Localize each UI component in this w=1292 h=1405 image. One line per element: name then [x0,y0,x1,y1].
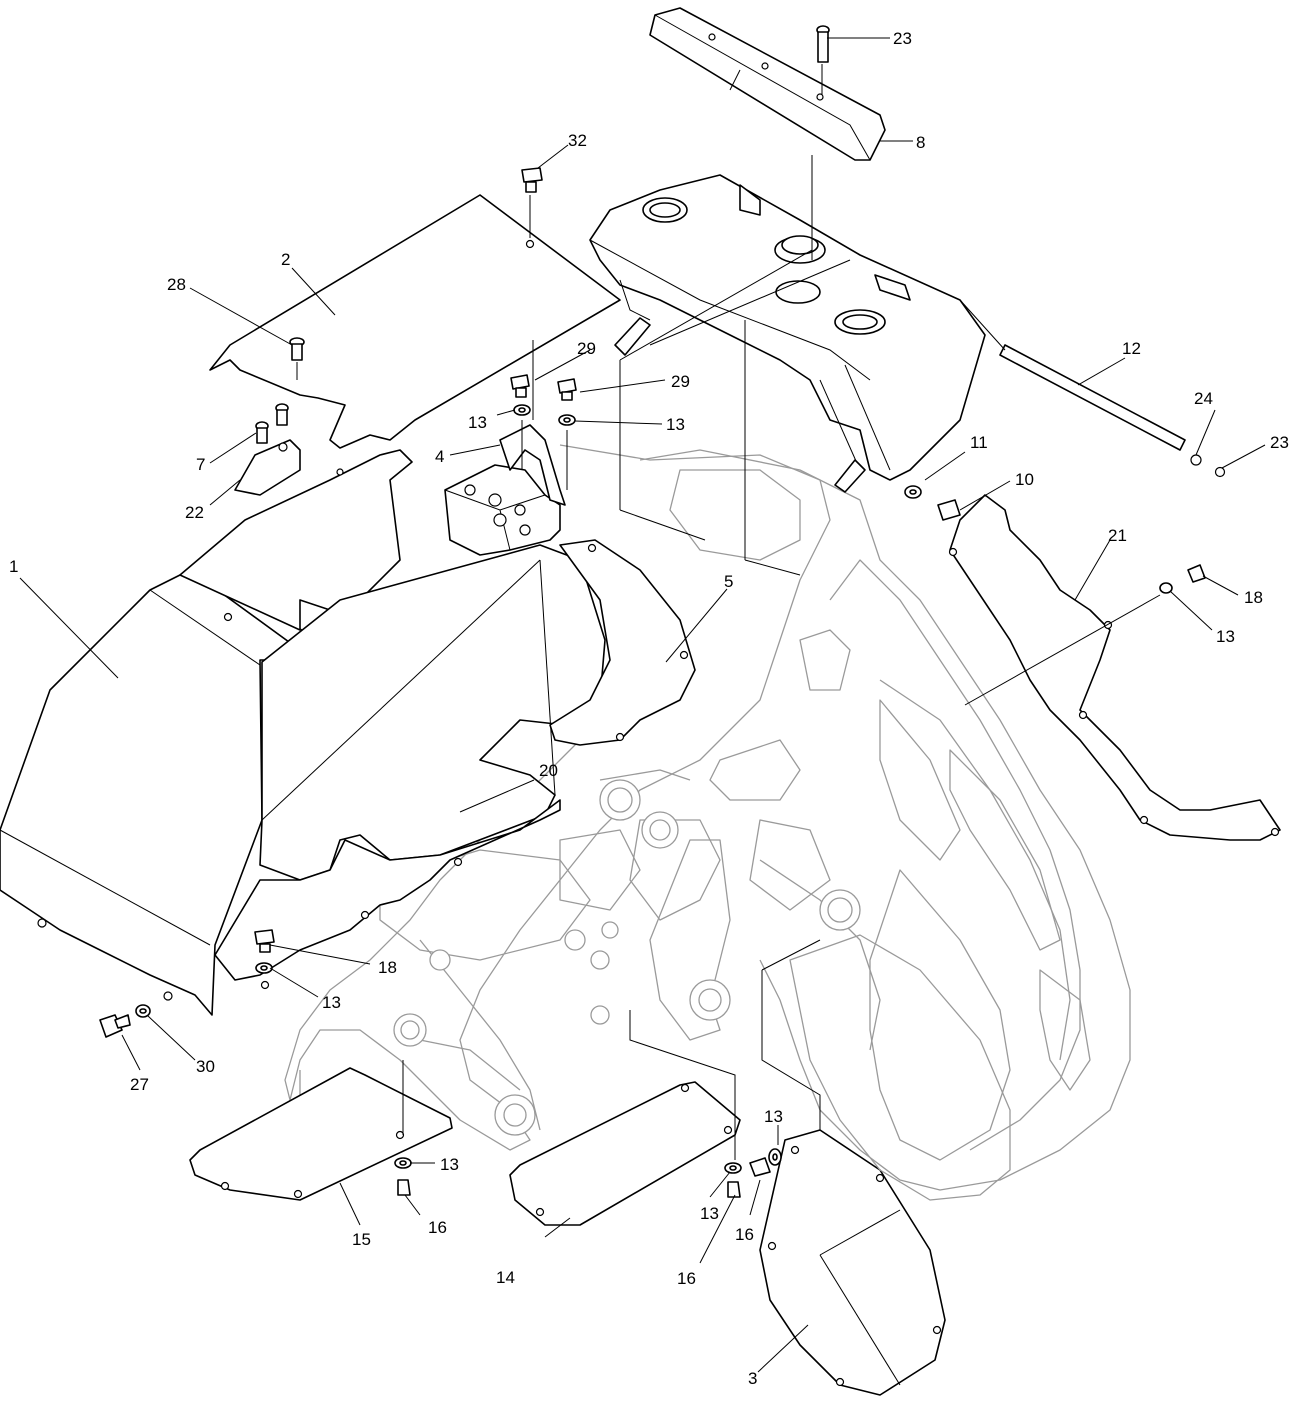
callout-23b: 23 [1270,433,1289,452]
callout-10: 10 [1015,470,1034,489]
assembly-lines [296,64,1161,1160]
callout-labels: 1 2 3 4 5 7 8 10 11 12 13 13 13 13 13 13… [9,29,1289,1388]
inner-plate [179,449,413,631]
callout-21: 21 [1108,526,1127,545]
part-3-access-cover [759,1129,946,1396]
callout-15: 15 [352,1230,371,1249]
part-22-bracket [234,439,301,496]
callout-28: 28 [167,275,186,294]
callout-16a: 16 [428,1218,447,1237]
callout-27: 27 [130,1075,149,1094]
fasteners [99,25,1206,1198]
callout-20: 20 [539,761,558,780]
callout-13c: 13 [1216,627,1235,646]
callout-3: 3 [748,1369,757,1388]
callout-16c: 16 [677,1269,696,1288]
callout-23a: 23 [893,29,912,48]
part-4-block [444,424,566,556]
callout-13g: 13 [764,1107,783,1126]
callout-5: 5 [724,572,733,591]
callout-2: 2 [281,250,290,269]
callout-13f: 13 [700,1204,719,1223]
tank-assembly [589,174,986,493]
callout-11: 11 [970,433,988,452]
callout-13a: 13 [468,413,487,432]
callout-13e: 13 [440,1155,459,1174]
callout-24: 24 [1194,389,1213,408]
callout-29b: 29 [671,372,690,391]
callout-12: 12 [1122,339,1141,358]
callout-leaders [19,37,1266,1373]
callout-4: 4 [435,447,444,466]
callout-7: 7 [196,455,205,474]
part-21-gasket [948,494,1281,841]
callout-32: 32 [568,131,587,150]
callout-18a: 18 [378,958,397,977]
part-12-rod [999,344,1226,478]
part-14-floor-plate [509,1081,741,1226]
chassis-frame [284,444,1131,1191]
lower-frame-plate [214,799,561,990]
callout-18b: 18 [1244,588,1263,607]
callout-13d: 13 [322,993,341,1012]
access-cover-ghost [789,934,1011,1201]
callout-8: 8 [916,133,925,152]
callout-16b: 16 [735,1225,754,1244]
part-8-top-rail [649,7,886,161]
callout-14: 14 [496,1268,515,1287]
callout-22: 22 [185,503,204,522]
callout-13b: 13 [666,415,685,434]
callout-29a: 29 [577,339,596,358]
part-2-top-cover [209,194,621,449]
part-15-floor-plate [189,1067,453,1201]
part-5-side-plate [549,539,696,746]
callout-30: 30 [196,1057,215,1076]
callout-1: 1 [9,557,18,576]
part-20-lower-cover [259,544,606,881]
